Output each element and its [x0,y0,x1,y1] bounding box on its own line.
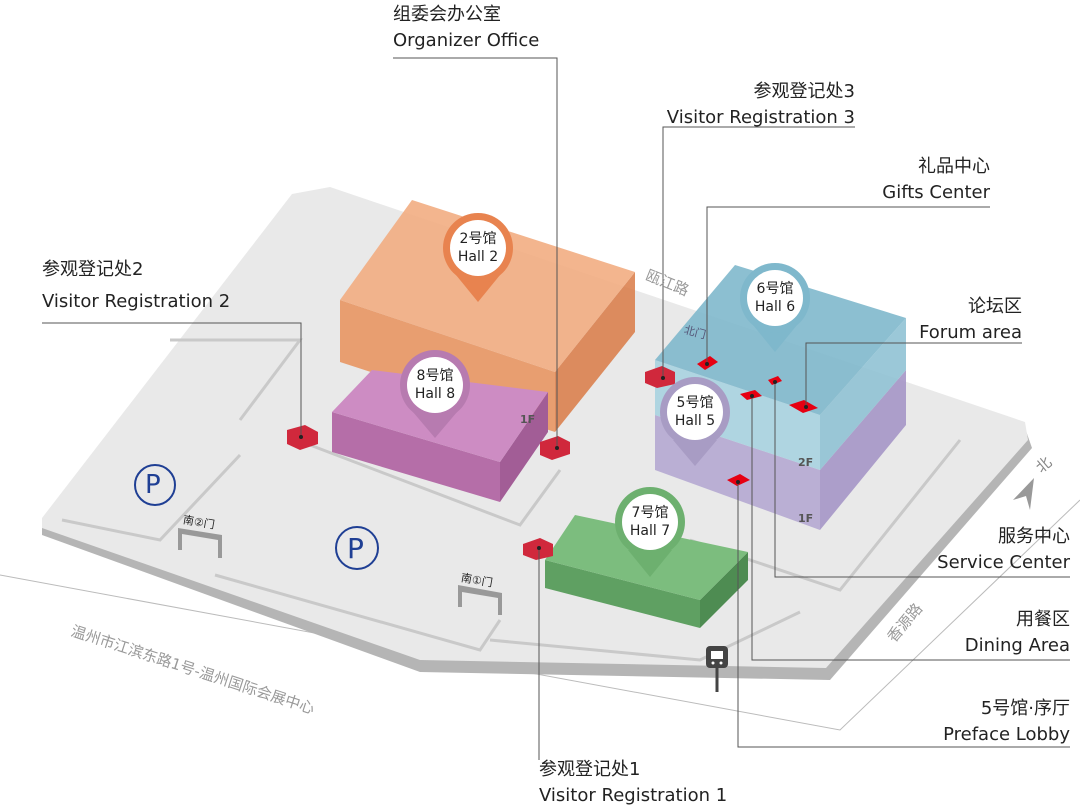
hall-7-pin[interactable]: 7号馆 Hall 7 [622,494,678,550]
hall-en: Hall 6 [754,299,796,315]
hall-5-pin[interactable]: 5号馆 Hall 5 [667,384,723,440]
marker-dots [299,362,808,550]
gate-structures [178,528,502,615]
hall-2-pin[interactable]: 2号馆 Hall 2 [450,220,506,276]
north-arrow-icon [1013,478,1034,510]
floor-label-1f: 1F [798,512,814,525]
hall-zh: 2号馆 [459,231,497,247]
hall-zh: 7号馆 [631,505,669,521]
hall-zh: 5号馆 [676,395,714,411]
hall-zh: 8号馆 [416,368,454,384]
parking-icon [134,464,379,570]
hall-en: Hall 8 [414,386,456,402]
hall-en: Hall 2 [457,249,499,265]
parking-label: P [347,532,364,565]
bus-stop-icon [706,646,728,692]
pin-tails [413,275,797,577]
hall-6-pin[interactable]: 6号馆 Hall 6 [747,270,803,326]
floor-label-2f: 2F [798,456,814,469]
leader-lines [42,57,1070,760]
hall-8-pin[interactable]: 8号馆 Hall 8 [407,357,463,413]
hall-en: Hall 5 [674,413,716,429]
hall-zh: 6号馆 [756,281,794,297]
floor-label-hall2: 1F [520,413,536,426]
hall-en: Hall 7 [629,523,671,539]
parking-label: P [145,470,161,500]
